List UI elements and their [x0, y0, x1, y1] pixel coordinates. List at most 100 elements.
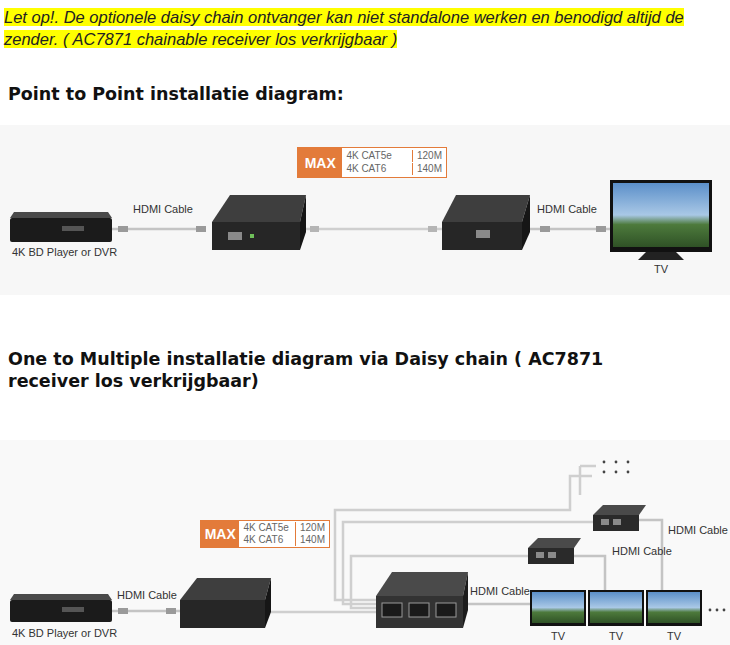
cable-plug [428, 226, 437, 232]
cable-plug [196, 226, 206, 232]
rj45-port [382, 603, 402, 617]
cable-label: HDMI Cable [470, 585, 530, 598]
cat-cable [306, 228, 442, 231]
port [601, 519, 609, 525]
table-cell: 4K CAT5e [346, 150, 412, 162]
distance-badge: MAX 4K CAT5e120M4K CAT6140M [297, 147, 447, 178]
transmitter-side [265, 578, 271, 628]
device-caption: 4K BD Player or DVR [12, 246, 132, 259]
device-caption: TV [586, 630, 646, 643]
tv-frame [610, 180, 712, 252]
transmitter-top [180, 578, 271, 600]
tv-stand [638, 252, 684, 260]
port [613, 519, 621, 525]
continuation-dots [603, 471, 606, 474]
cable-label: HDMI Cable [668, 524, 728, 537]
port [228, 232, 242, 240]
continuation-dots [627, 471, 630, 474]
player-display [62, 607, 84, 612]
player-display [62, 226, 84, 231]
player-top [10, 594, 112, 600]
cat-cable [579, 466, 582, 495]
rj45-port [436, 603, 456, 617]
transmitter [212, 222, 300, 250]
transmitter-side [300, 195, 306, 250]
highlighted-text: Let op!. De optionele daisy chain ontvan… [4, 8, 684, 48]
transmitter [180, 600, 265, 628]
port [536, 552, 544, 558]
cable-plug [540, 226, 550, 232]
cable-plug [118, 226, 128, 232]
table-cell: 120M [412, 150, 442, 162]
table-cell: 4K CAT5e [243, 522, 295, 534]
section-heading: One to Multiple installatie diagram via … [8, 348, 658, 392]
bd-player [10, 600, 112, 622]
cable-plug [596, 226, 606, 232]
device-caption: TV [528, 630, 588, 643]
cable-plug [166, 608, 176, 614]
cable-label: HDMI Cable [537, 203, 597, 216]
continuation-dots [716, 609, 719, 612]
badge-max: MAX [201, 521, 239, 547]
receiver [442, 222, 522, 250]
cable-plug [118, 608, 128, 614]
cat-cable [271, 611, 376, 614]
cable-label: HDMI Cable [133, 203, 193, 216]
device-label: TV [528, 630, 588, 643]
tv-frame [530, 590, 586, 626]
tv-screen [613, 183, 709, 247]
badge-max: MAX [298, 148, 342, 177]
port [476, 230, 490, 238]
hdmi-cable [574, 556, 605, 590]
continuation-dots [603, 461, 606, 464]
device-caption: 4K BD Player or DVR [12, 627, 132, 640]
device-caption: TV [644, 630, 704, 643]
transmitter-top [212, 195, 306, 222]
table-cell: 4K CAT6 [346, 163, 412, 175]
device-label: 4K BD Player or DVR [12, 627, 132, 640]
rj45-port [409, 603, 429, 617]
hub-side [463, 572, 468, 628]
receiver-side [522, 195, 530, 250]
device-label: TV [631, 263, 691, 276]
tv-screen [648, 592, 700, 623]
chainable-receiver [528, 548, 574, 564]
port [548, 552, 556, 558]
table-cell: 120M [295, 522, 325, 534]
hub-top [376, 572, 468, 596]
led [250, 234, 254, 238]
diagram-background [0, 440, 730, 645]
cable-label: HDMI Cable [612, 545, 672, 558]
table-cell: 140M [412, 163, 442, 175]
section-heading: Point to Point installatie diagram: [8, 83, 708, 105]
device-caption: TV [631, 263, 691, 276]
hdmi-cable [468, 603, 530, 606]
device-label: 4K BD Player or DVR [12, 246, 132, 259]
continuation-dots [615, 471, 618, 474]
player-top [10, 212, 112, 218]
receiver-top [528, 538, 581, 548]
tv-frame [646, 590, 702, 626]
cable-plug [310, 226, 319, 232]
daisy-chain-receiver [376, 596, 463, 628]
bd-player [10, 218, 112, 242]
table-cell: 4K CAT6 [243, 534, 295, 546]
continuation-dots [627, 461, 630, 464]
continuation-dots [709, 609, 712, 612]
continuation-dots [723, 609, 726, 612]
badge-table: 4K CAT5e120M4K CAT6140M [239, 521, 329, 547]
cable-label: HDMI Cable [117, 589, 177, 602]
cat-cable [580, 465, 596, 468]
warning-note: Let op!. De optionele daisy chain ontvan… [4, 6, 726, 50]
table-cell: 140M [295, 534, 325, 546]
device-label: TV [644, 630, 704, 643]
chainable-receiver [593, 515, 639, 531]
tv-screen [590, 592, 642, 623]
receiver-top [593, 505, 646, 515]
tv-screen [532, 592, 584, 623]
continuation-dots [615, 461, 618, 464]
cat-cable [335, 476, 592, 600]
receiver-top [442, 195, 530, 222]
tv-frame [588, 590, 644, 626]
